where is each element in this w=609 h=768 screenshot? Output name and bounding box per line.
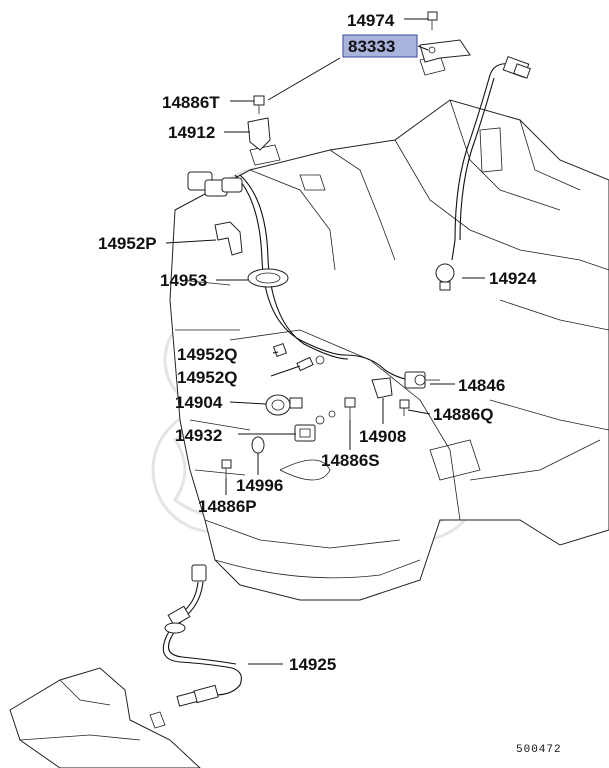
sensor-14924 [435,263,455,291]
label-14886Q[interactable]: 14886Q [433,405,494,424]
connector-14932 [294,424,316,442]
plug-14996 [251,436,265,454]
label-14908[interactable]: 14908 [359,427,406,446]
label-14932[interactable]: 14932 [175,426,222,445]
bolt-14974 [427,11,438,30]
bracket-14952P [214,221,243,256]
part-labels: 14974 83333 14886T 14912 14952P 14953 14… [98,11,537,674]
label-14953[interactable]: 14953 [160,271,207,290]
wiring-harness [234,63,516,381]
label-14952Q-2[interactable]: 14952Q [177,368,238,387]
label-14886S[interactable]: 14886S [321,451,380,470]
bolt-14886T [253,95,265,114]
sensor-14904 [265,394,303,416]
label-14886T[interactable]: 14886T [162,93,220,112]
bracket-83333 [419,39,471,63]
connector-harness-left [187,171,243,197]
figure-id: 500472 [516,744,562,756]
leader-lines [165,18,485,665]
bolt-14886S [315,397,356,425]
label-14925[interactable]: 14925 [289,655,336,674]
label-14996[interactable]: 14996 [236,476,283,495]
bolt-14886P [221,459,232,478]
label-14912[interactable]: 14912 [168,123,215,142]
label-14904[interactable]: 14904 [175,393,223,412]
clamp-14953 [247,268,289,288]
bracket-14908 [371,377,393,399]
transmission-body [169,54,609,601]
label-14952Q[interactable]: 14952Q [177,345,238,364]
sensor-14846 [404,371,440,389]
label-83333[interactable]: 83333 [348,37,395,56]
exhaust-pipe [9,667,201,768]
oxygen-sensor-14925 [162,564,242,707]
label-14952P[interactable]: 14952P [98,234,157,253]
label-14924[interactable]: 14924 [489,269,537,288]
label-14974[interactable]: 14974 [347,11,395,30]
connector-top-right [502,56,531,79]
bolt-14886Q [399,399,410,416]
label-14846[interactable]: 14846 [458,376,505,395]
bracket-14912 [247,117,271,151]
highlight-box-83333 [342,34,418,58]
label-14886P[interactable]: 14886P [198,497,257,516]
